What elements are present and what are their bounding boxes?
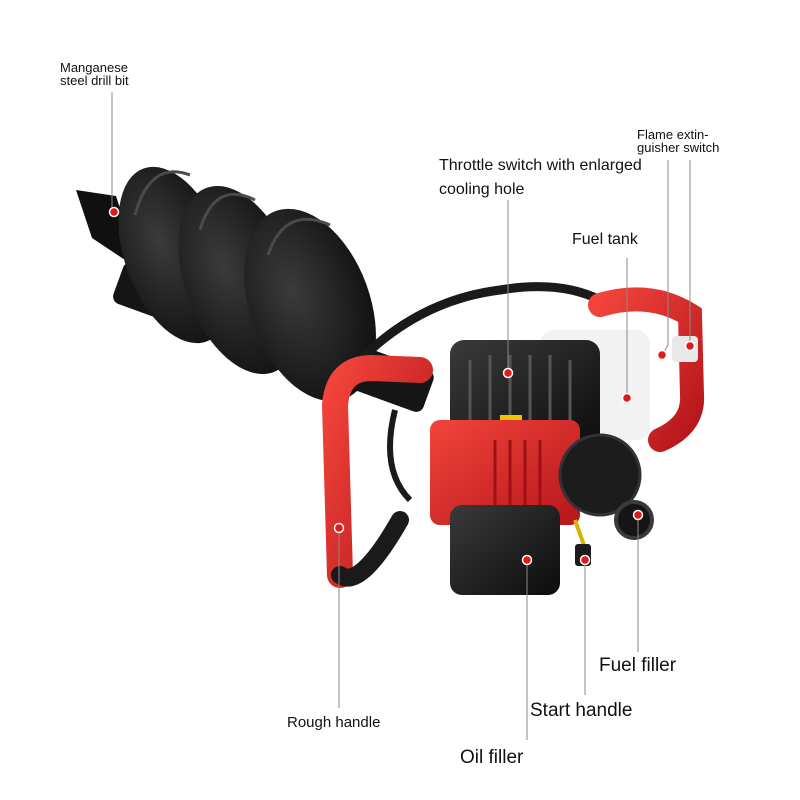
label-throttle-switch: Throttle switch with enlarged cooling ho…: [439, 157, 642, 198]
marker-oil-filler: [521, 554, 533, 566]
label-oil-filler: Oil filler: [460, 747, 524, 768]
lower-bar: [331, 511, 409, 587]
marker-flame-switch-b: [684, 340, 696, 352]
marker-throttle-switch: [502, 367, 514, 379]
label-fuel-tank: Fuel tank: [572, 231, 638, 248]
label-drill-bit: Manganese steel drill bit: [60, 60, 129, 88]
marker-flame-switch-a: [656, 349, 668, 361]
lower-cable: [387, 409, 413, 503]
label-flame-switch: Flame extin- guisher switch: [637, 127, 720, 155]
marker-start-handle: [579, 554, 591, 566]
recoil-starter-cover: [558, 433, 642, 517]
engine-vents: [493, 440, 542, 515]
red-engine-body: [430, 420, 580, 525]
auger-edge-highlight: [133, 170, 331, 256]
label-start-handle: Start handle: [530, 700, 633, 721]
marker-rough-handle: [333, 522, 345, 534]
marker-fuel-tank: [621, 392, 633, 404]
label-rough-handle: Rough handle: [287, 714, 381, 731]
auger-flight-3: [244, 208, 376, 402]
black-crankcase: [450, 505, 560, 595]
callout-markers: [108, 206, 696, 566]
marker-fuel-filler: [632, 509, 644, 521]
marker-drill-bit: [108, 206, 120, 218]
label-fuel-filler: Fuel filler: [599, 655, 677, 676]
left-handle: [321, 354, 433, 588]
engine: [430, 330, 654, 595]
throttle-cable: [356, 282, 603, 364]
fuel-cap: [614, 500, 654, 540]
start-handle-cord: [573, 519, 587, 549]
